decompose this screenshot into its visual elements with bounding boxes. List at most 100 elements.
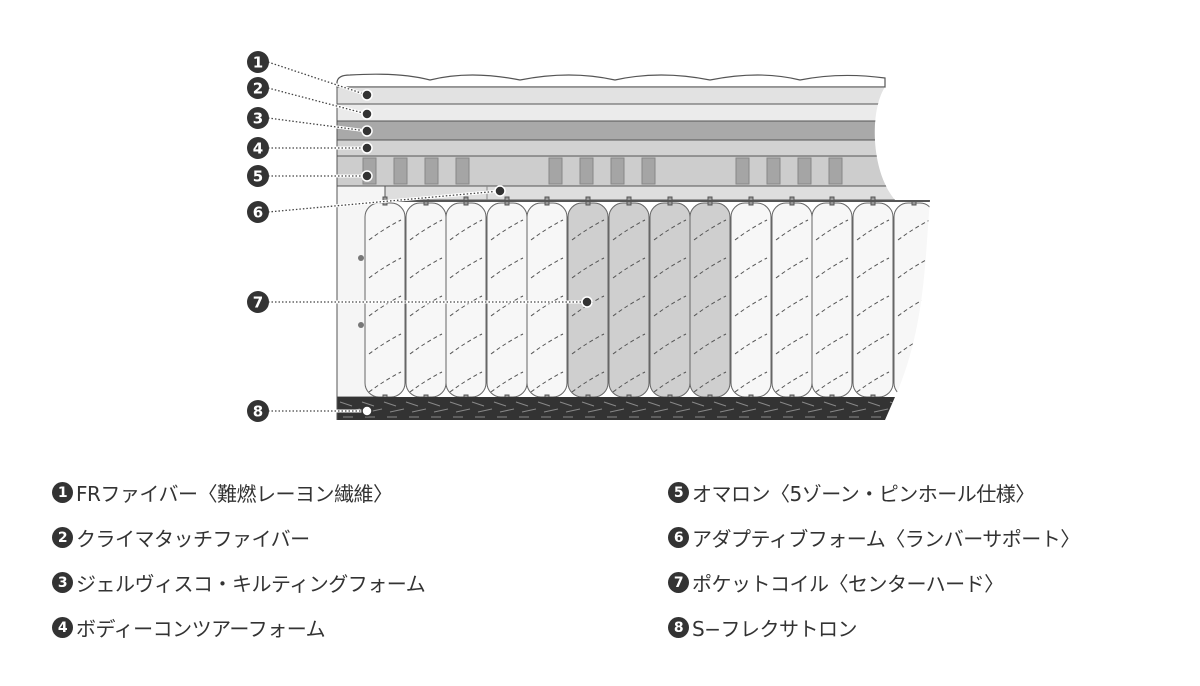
- flex-strand: [603, 401, 625, 418]
- top-cover: [336, 73, 886, 88]
- pocket-coil: [811, 196, 853, 402]
- flex-strand: [537, 401, 559, 418]
- pinhole-block: [766, 157, 781, 185]
- pocket-coil: [608, 196, 650, 402]
- pocket-coil: [771, 196, 813, 402]
- pinhole-block: [641, 157, 656, 185]
- pinhole-block: [610, 157, 625, 185]
- callout-badge: 7: [247, 291, 269, 313]
- pinhole-block: [735, 157, 750, 185]
- number-badge: 5: [668, 482, 689, 503]
- pocket-coil: [526, 196, 568, 402]
- pinhole-block: [548, 157, 563, 185]
- flex-strand: [691, 401, 713, 418]
- layer-4-body-contour-foam: [337, 139, 930, 157]
- flex-strand: [845, 401, 867, 418]
- number-badge: 7: [668, 572, 689, 593]
- callout-dot: [361, 125, 373, 137]
- pocket-coil: [486, 196, 528, 402]
- callout-leaders: [267, 60, 593, 417]
- legend-label: FRファイバー〈難燃レーヨン繊維〉: [76, 482, 393, 506]
- leader-line-halo: [267, 60, 368, 97]
- callout-dot: [494, 185, 506, 197]
- pinhole-block: [828, 157, 843, 185]
- callout-dot: [361, 89, 373, 101]
- flex-strand: [801, 401, 823, 418]
- pocket-coil: [689, 196, 731, 402]
- pocket-coil: [730, 196, 772, 402]
- callout-number: 6: [253, 204, 263, 222]
- number-badge: 3: [52, 572, 73, 593]
- flex-strand: [471, 401, 493, 418]
- flex-strand: [427, 401, 449, 418]
- number-badge: 4: [52, 617, 73, 638]
- flex-strand: [779, 401, 801, 418]
- legend-label: ボディーコンツアーフォーム: [76, 617, 326, 641]
- pocket-coil: [445, 196, 487, 402]
- callout-number: 4: [253, 140, 263, 158]
- pocket-coil: [649, 196, 691, 402]
- legend-label: オマロン〈5ゾーン・ピンホール仕様〉: [692, 482, 1035, 506]
- flex-strand: [823, 401, 845, 418]
- callout-number: 3: [253, 110, 263, 128]
- number-badge: 1: [52, 482, 73, 503]
- callout-badge: 4: [247, 137, 269, 159]
- pinhole-block: [455, 157, 470, 185]
- flex-strand: [757, 401, 779, 418]
- flex-strand: [713, 401, 735, 418]
- leader-line: [267, 190, 501, 213]
- pocket-coil: [852, 196, 894, 402]
- pocket-coil: [405, 196, 447, 402]
- flex-strand: [515, 401, 537, 418]
- flex-strand: [911, 401, 930, 418]
- callout-dot: [361, 108, 373, 120]
- number-badge: 6: [668, 527, 689, 548]
- flex-strand: [559, 401, 581, 418]
- flex-strand: [669, 401, 691, 418]
- callout-badge: 8: [247, 400, 269, 422]
- flex-strand: [581, 401, 603, 418]
- flex-strand: [647, 401, 669, 418]
- pocket-coil: [364, 196, 406, 402]
- legend-label: アダプティブフォーム〈ランバーサポート〉: [692, 527, 1080, 551]
- callout-badge: 1: [247, 51, 269, 73]
- pocket-coils: [364, 196, 930, 402]
- omalon-pinhole-blocks: [362, 157, 843, 185]
- flex-strand: [889, 401, 911, 418]
- callout-badge: 3: [247, 107, 269, 129]
- flex-strand: [735, 401, 757, 418]
- callout-badge: 6: [247, 201, 269, 223]
- callout-badge: 5: [247, 165, 269, 187]
- leader-line: [267, 117, 368, 132]
- pinhole-block: [579, 157, 594, 185]
- legend-label: S−フレクサトロン: [692, 617, 857, 641]
- layer-3-gel-visco-foam: [337, 120, 930, 141]
- leader-line: [267, 87, 368, 115]
- legend-label: ポケットコイル〈センターハード〉: [692, 572, 1004, 596]
- callout-number: 1: [253, 54, 263, 72]
- number-badge: 2: [52, 527, 73, 548]
- legend-label: クライマタッチファイバー: [76, 527, 310, 551]
- callout-number: 5: [253, 168, 263, 186]
- layer-1-fr-fiber: [337, 87, 930, 105]
- callout-number: 8: [253, 403, 263, 421]
- pocket-coil: [893, 196, 930, 402]
- pinhole-block: [424, 157, 439, 185]
- flex-strand: [625, 401, 647, 418]
- callout-number: 7: [253, 294, 263, 312]
- flex-strand: [383, 401, 405, 418]
- flex-strand: [867, 401, 889, 418]
- callout-dot: [361, 170, 373, 182]
- number-badge: 8: [668, 617, 689, 638]
- callout-dot: [361, 405, 373, 417]
